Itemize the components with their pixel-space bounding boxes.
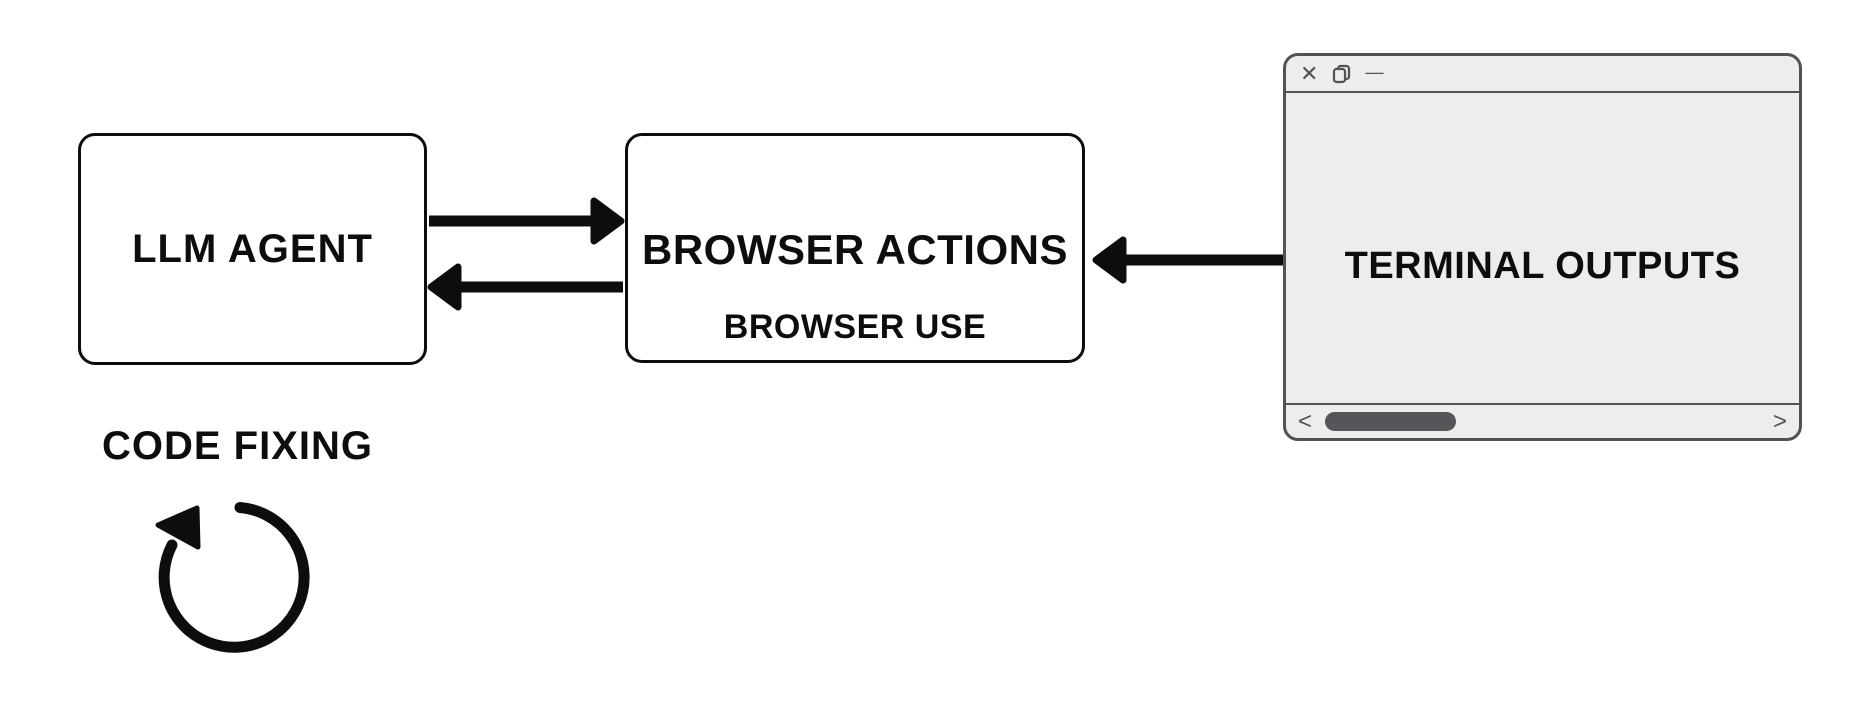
loop-arrow-icon: [155, 502, 310, 653]
llm-agent-box: LLM AGENT: [78, 133, 427, 365]
minimize-icon[interactable]: —: [1365, 61, 1384, 82]
scroll-left-icon[interactable]: <: [1298, 407, 1313, 435]
code-fixing-label: CODE FIXING: [102, 424, 374, 468]
arrow-browser-to-llm: [427, 263, 623, 311]
browser-actions-box: BROWSER ACTIONS BROWSER USE: [625, 133, 1085, 363]
scrollbar-thumb[interactable]: [1325, 412, 1457, 431]
terminal-outputs-label: TERMINAL OUTPUTS: [1344, 245, 1741, 287]
terminal-titlebar: ✕ —: [1286, 56, 1799, 93]
terminal-scrollbar[interactable]: < >: [1286, 403, 1799, 438]
close-icon[interactable]: ✕: [1300, 60, 1319, 86]
llm-agent-label: LLM AGENT: [132, 226, 373, 271]
terminal-window: ✕ — TERMINAL OUTPUTS < >: [1283, 53, 1802, 441]
scroll-right-icon[interactable]: >: [1772, 407, 1787, 435]
browser-actions-label: BROWSER ACTIONS: [642, 226, 1068, 273]
arrow-terminal-to-browser: [1092, 236, 1284, 284]
browser-use-label: BROWSER USE: [723, 308, 987, 346]
restore-icon[interactable]: [1331, 63, 1352, 84]
arrow-llm-to-browser: [429, 197, 625, 245]
